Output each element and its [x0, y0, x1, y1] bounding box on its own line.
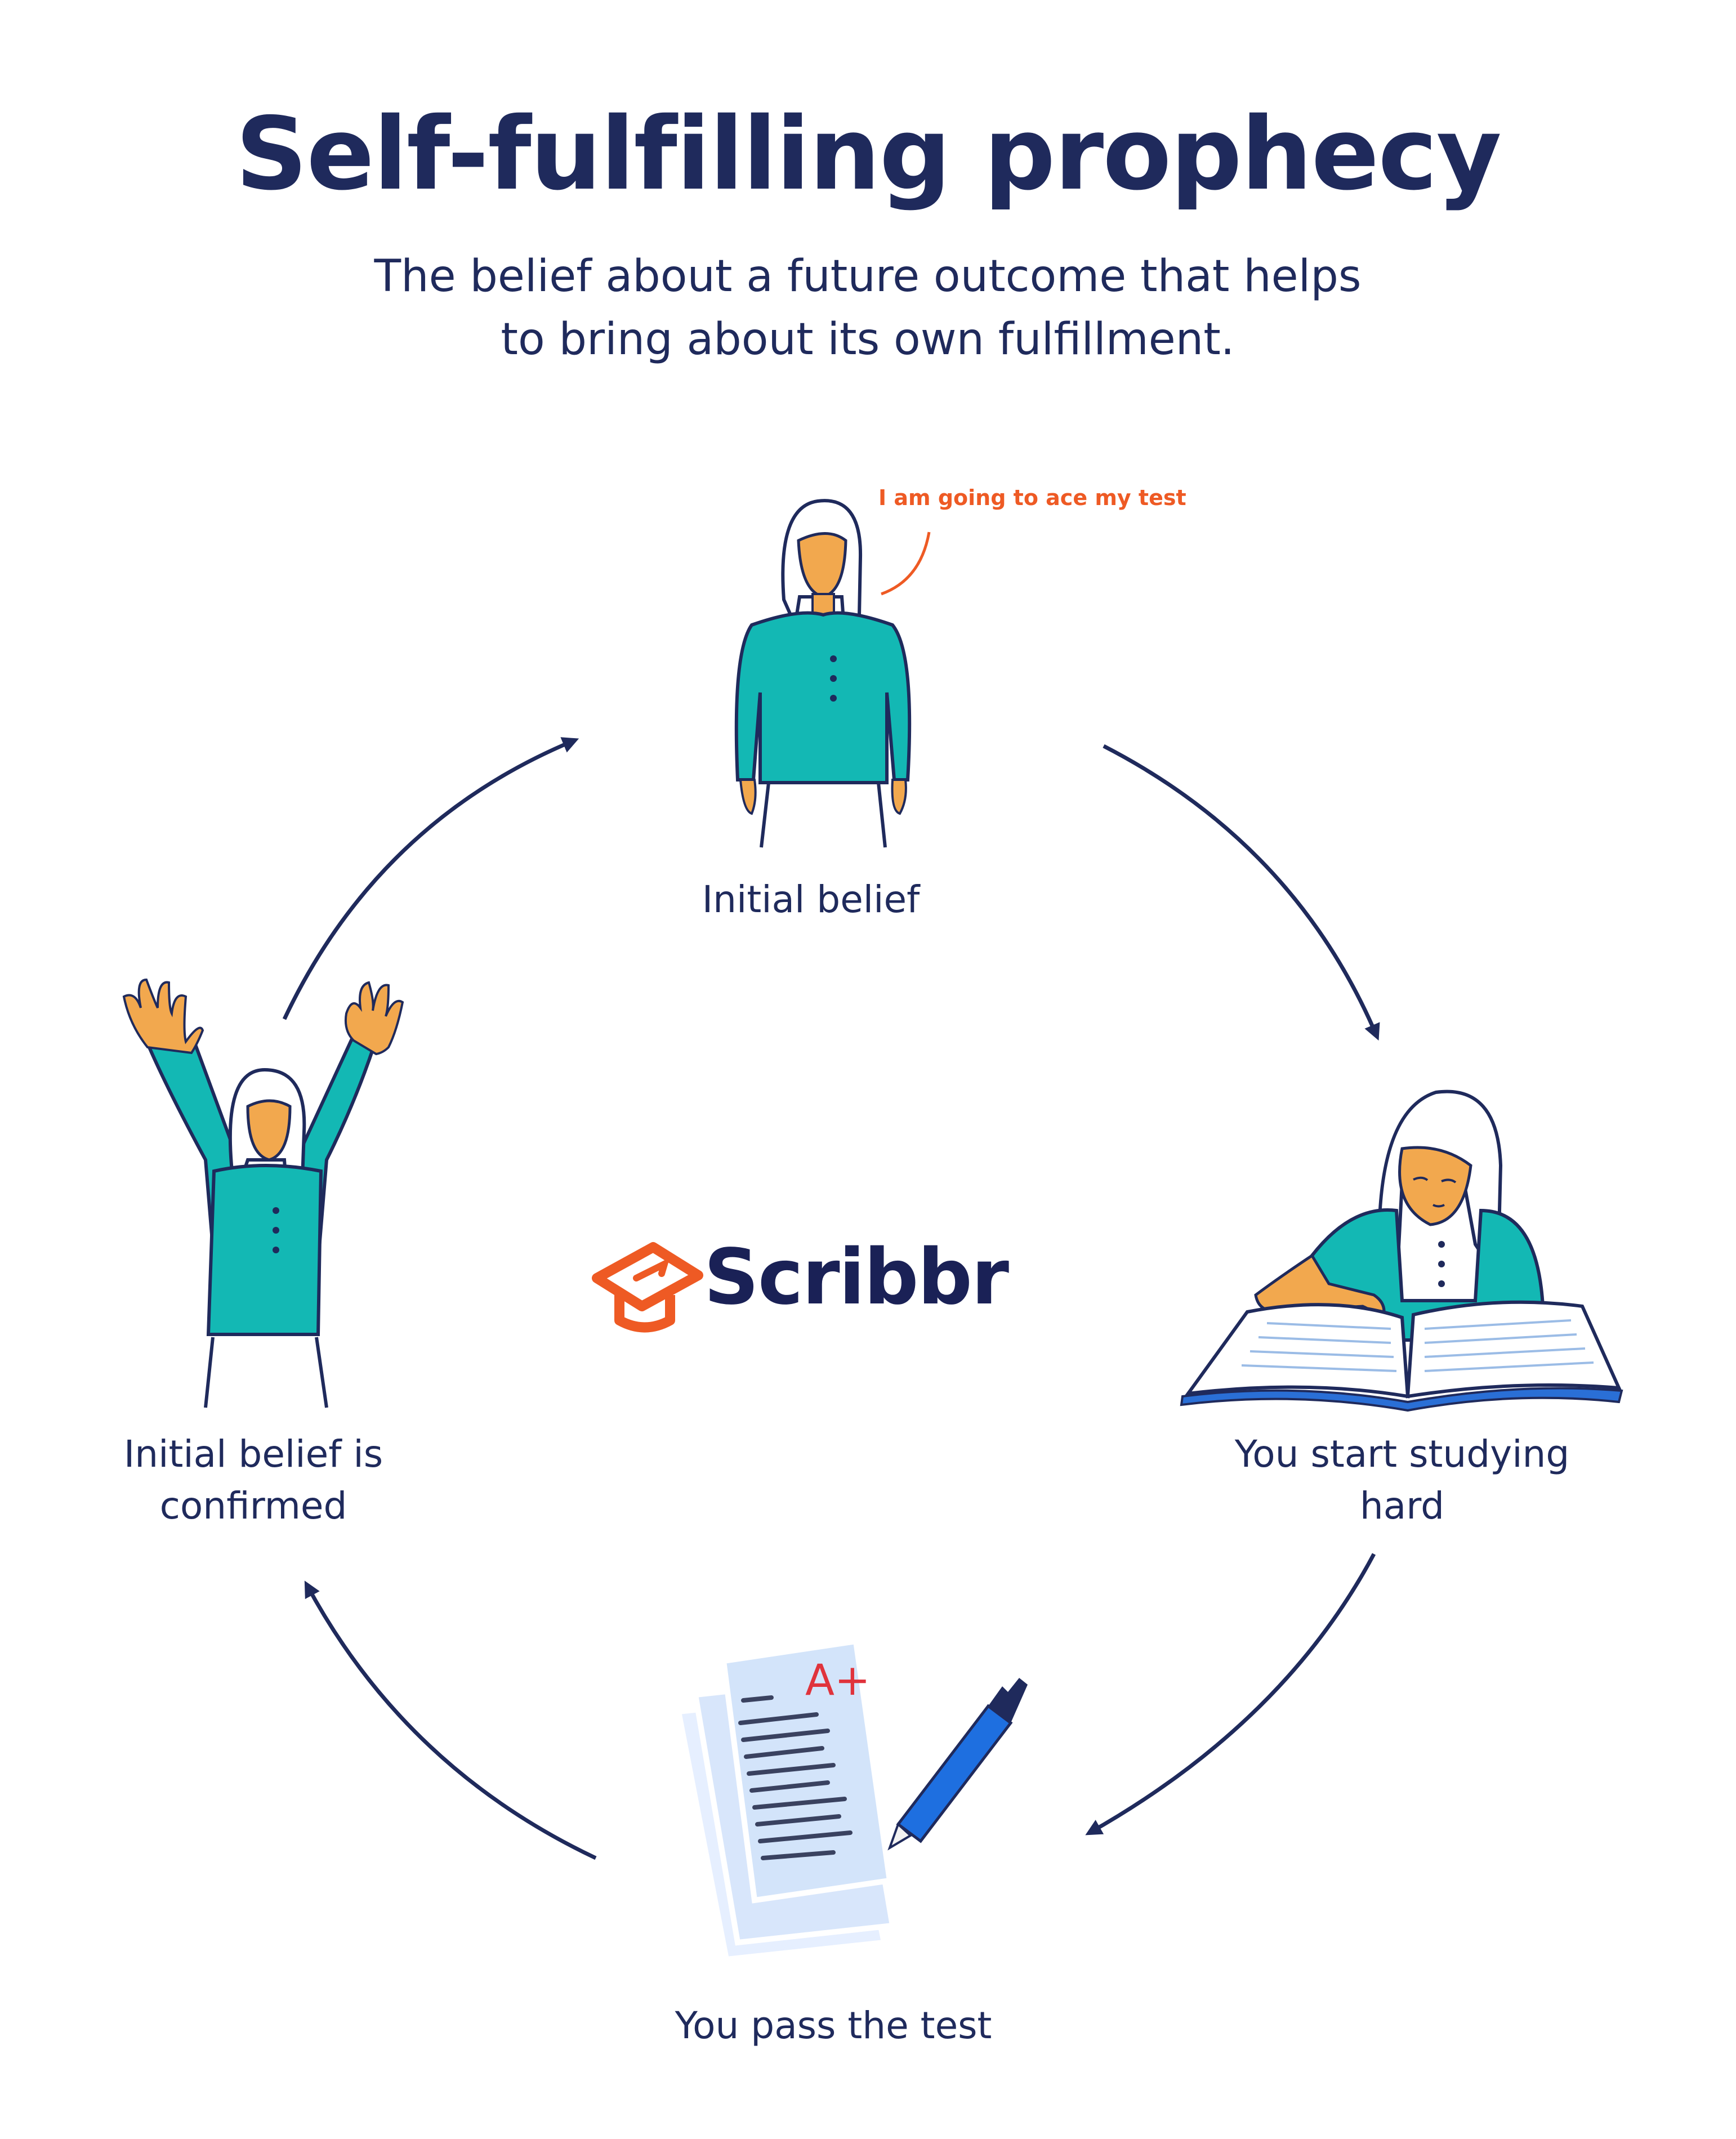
step-label-line: You pass the test: [675, 2004, 992, 2047]
cycle-arrow-icon: [1085, 1553, 1376, 1836]
cycle-arrow-icon: [282, 737, 579, 1020]
person-figure-studying: [1180, 1089, 1623, 1412]
person-figure-celebrating: [122, 978, 404, 1408]
cycle-arrow-icon: [1103, 744, 1380, 1041]
grade-mark: A+: [805, 1655, 871, 1705]
step-label-initial-belief: Initial belief: [653, 874, 969, 926]
step-label-line: confirmed: [159, 1484, 347, 1528]
cycle-arrow-icon: [304, 1580, 597, 1860]
step-label-studying: You start studying hard: [1171, 1428, 1633, 1532]
subtitle-line: to bring about its own fulfillment.: [501, 314, 1235, 365]
step-label-line: hard: [1359, 1484, 1445, 1528]
subtitle-line: The belief about a future outcome that h…: [374, 251, 1362, 302]
scribbr-cap-icon: [592, 1242, 703, 1333]
step-label-line: Initial belief is: [123, 1432, 383, 1476]
step-label-confirmed: Initial belief is confirmed: [68, 1428, 439, 1532]
step-label-line: You start studying: [1234, 1432, 1570, 1476]
scribbr-logo-text: Scribbr: [704, 1233, 1009, 1322]
speech-tail: [881, 532, 931, 596]
page-title: Self-fulfilling prophecy: [235, 96, 1502, 212]
speech-bubble-text: I am going to ace my test: [878, 485, 1186, 510]
person-figure-standing: [734, 499, 912, 848]
page-subtitle: The belief about a future outcome that h…: [305, 245, 1431, 371]
step-label-line: Initial belief: [702, 878, 920, 921]
test-paper-icon: [675, 1638, 896, 1963]
pen-icon: [887, 1678, 1028, 1851]
step-label-pass-test: You pass the test: [619, 2000, 1047, 2052]
